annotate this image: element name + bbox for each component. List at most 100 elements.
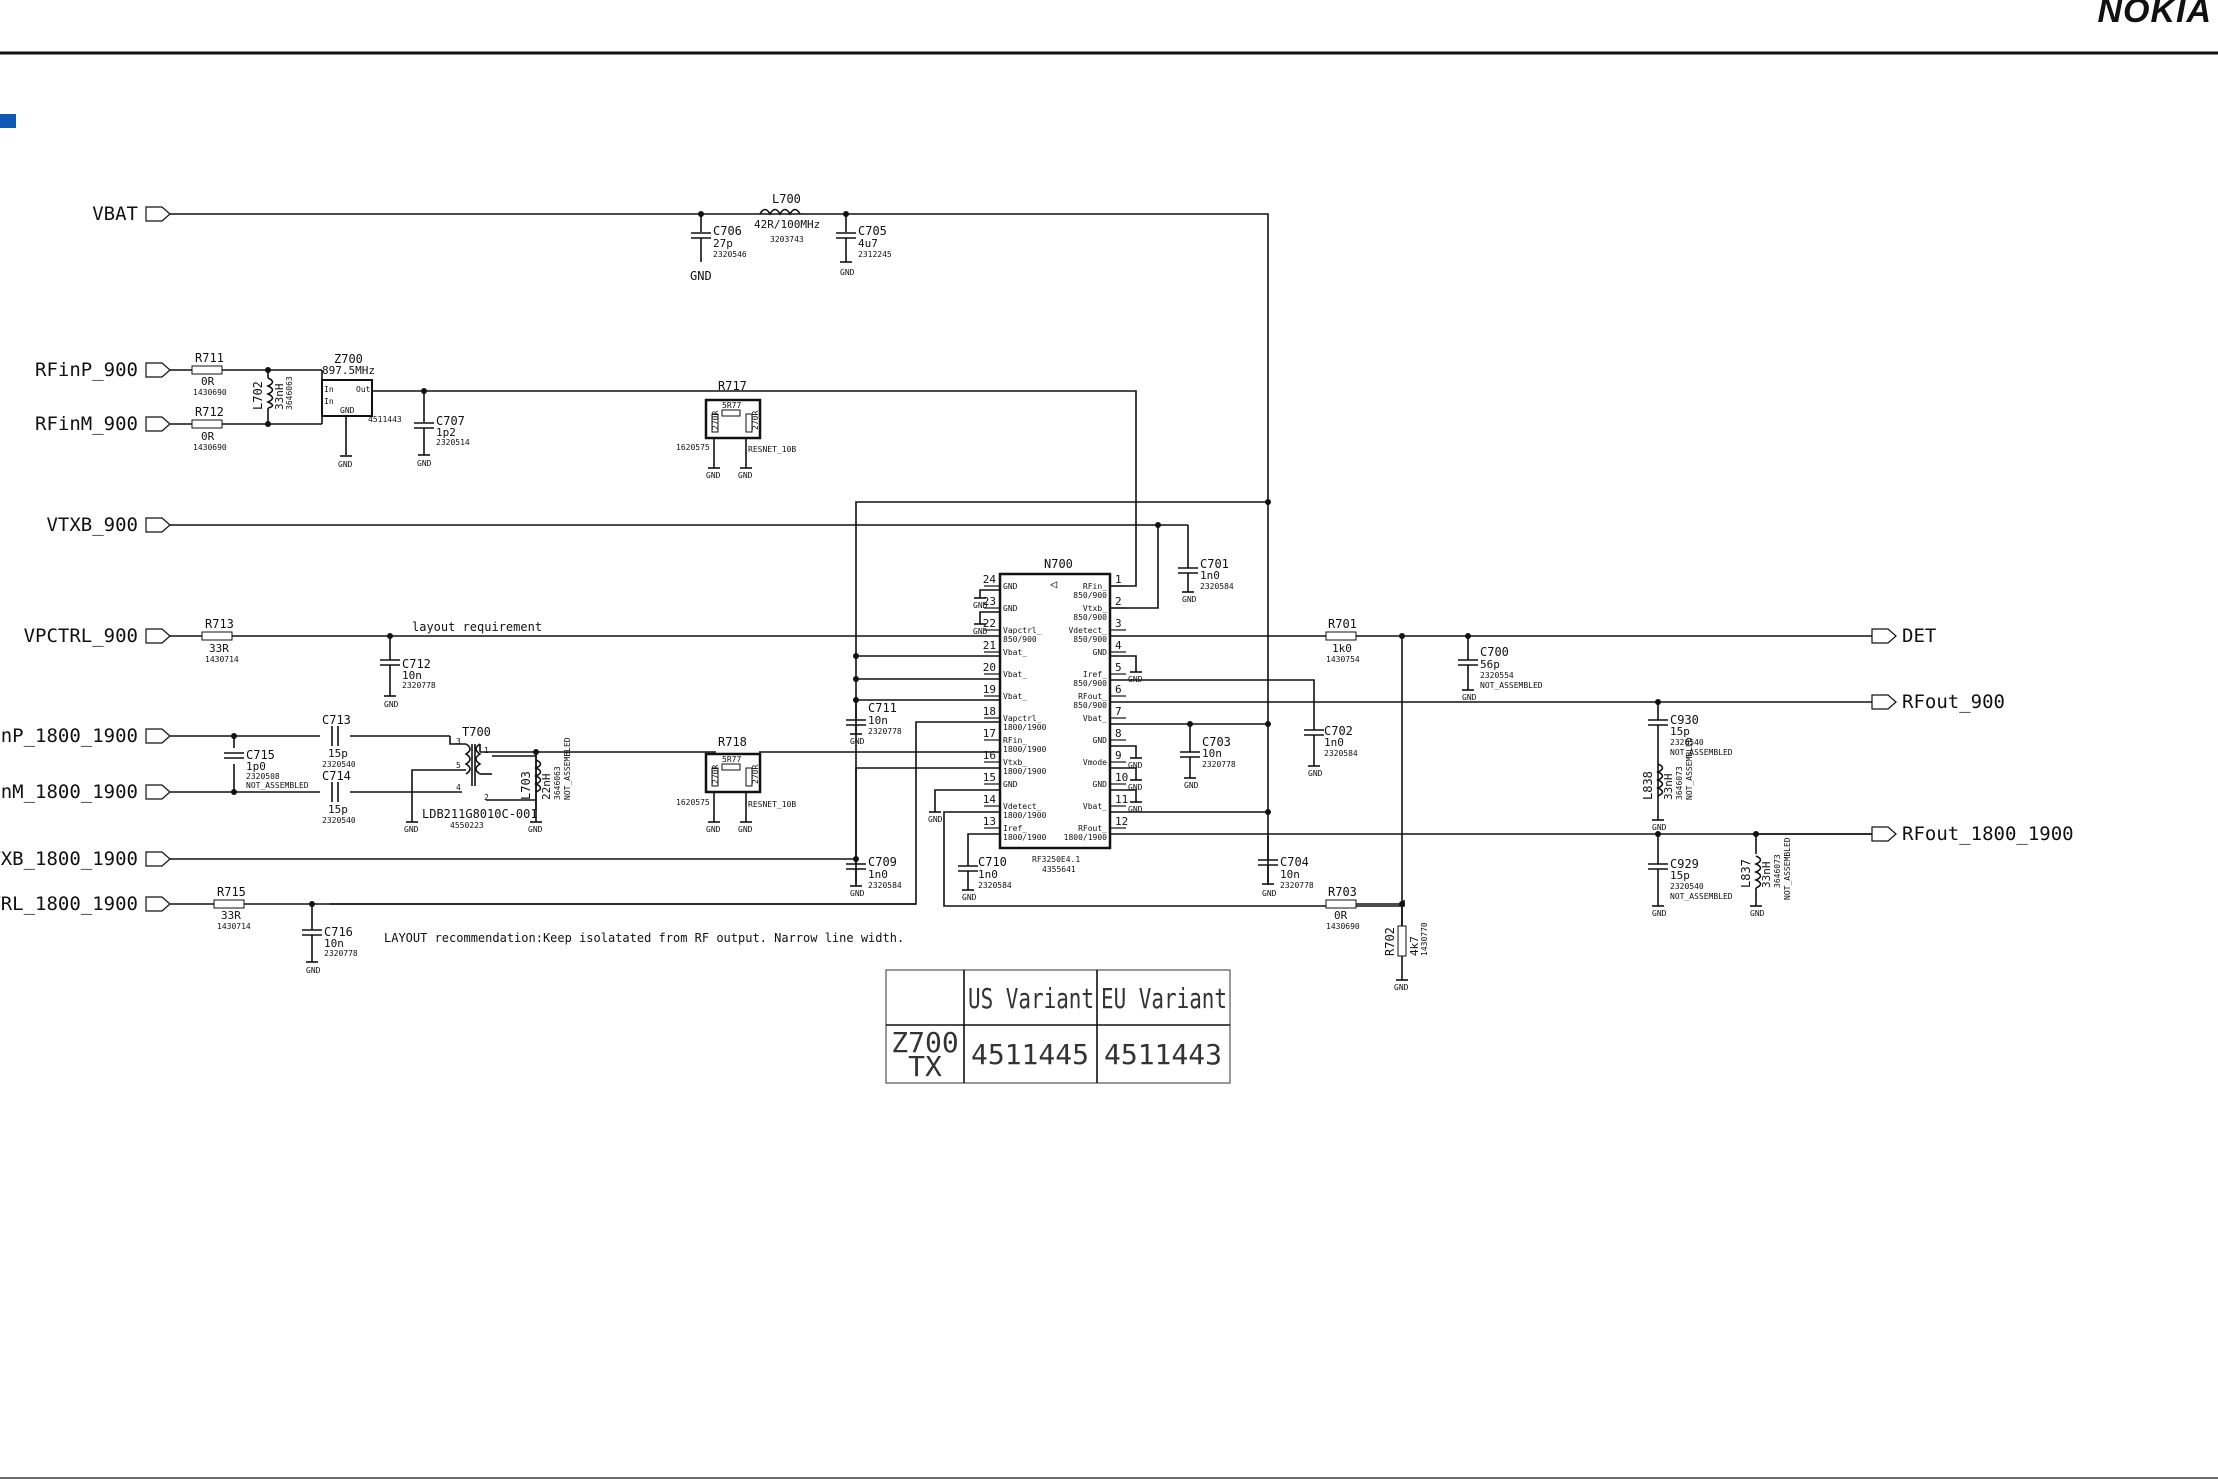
n700-pin-number: 24 — [983, 573, 997, 586]
note-layout-requirement: layout requirement — [412, 620, 542, 634]
l703-gnd-label: GND — [528, 825, 543, 834]
n700-pin-number: 13 — [983, 815, 996, 828]
c700-gnd-label: GND — [1462, 693, 1477, 702]
c715-note: NOT_ASSEMBLED — [246, 781, 309, 790]
n700-pin-name: GND — [1003, 604, 1018, 613]
c710-gnd-label: GND — [962, 893, 977, 902]
c716-gnd-label: GND — [306, 966, 321, 975]
c713-value: 15p — [328, 747, 348, 760]
t700-ref: T700 — [462, 725, 491, 739]
c715-code: 2320508 — [246, 772, 280, 781]
filter-z700: In In Out GND Z700 897.5MHz 4511443 GND — [321, 352, 402, 469]
n700-pin-number: 22 — [983, 617, 996, 630]
l837-code: 3646073 — [1773, 854, 1782, 888]
l837-value: 33nH — [1760, 862, 1773, 889]
r717-right: 270R — [751, 411, 760, 430]
r715-value: 33R — [221, 909, 241, 922]
n700-pin-name: Vdetect_ — [1003, 802, 1042, 811]
r717-gnd-label-b: GND — [738, 471, 753, 480]
n700-pin-name: Vdetect_ — [1068, 626, 1107, 635]
c930-code: 2320540 — [1670, 738, 1704, 747]
n700-pin-number: 23 — [983, 595, 996, 608]
capacitor-c716: C716 10n 2320778 GND — [302, 925, 358, 975]
n700-pin-name: RFout_ — [1078, 824, 1107, 833]
r712-value: 0R — [201, 430, 215, 443]
c704-value: 10n — [1280, 868, 1300, 881]
variant-table: US Variant EU Variant Z700 TX 4511445 45… — [885, 969, 1231, 1084]
r712-code: 1430690 — [193, 443, 227, 452]
resistor-r713: R713 33R 1430714 — [201, 617, 239, 664]
c706-ref: C706 — [713, 224, 742, 238]
gnd-pin15: GND — [928, 811, 943, 824]
c716-value: 10n — [324, 937, 344, 950]
resistor-r703: R703 0R 1430690 — [1325, 885, 1360, 931]
n700-pin-number: 10 — [1115, 771, 1128, 784]
c705-gnd-label: GND — [840, 268, 855, 277]
t700-pin2: 2 — [484, 793, 489, 802]
t700-pin3: 3 — [456, 737, 461, 746]
c710-value: 1n0 — [978, 868, 998, 881]
t700-pin1: 1 — [484, 746, 489, 755]
c701-value: 1n0 — [1200, 569, 1220, 582]
note-layout-recommendation: LAYOUT recommendation:Keep isolatated fr… — [384, 931, 904, 945]
gnd-pin10-label: GND — [1128, 805, 1143, 814]
r711-code: 1430690 — [193, 388, 227, 397]
capacitor-c714: C714 15p 2320540 — [322, 769, 356, 825]
n700-pin-name: Vapctrl_ — [1003, 626, 1042, 635]
n700-pin-name: Vbat_ — [1003, 648, 1027, 657]
n700-pin-band: 1800/1900 — [1003, 723, 1047, 732]
capacitor-c712: C712 10n 2320778 GND — [380, 657, 436, 709]
r717-inner: 5R77 — [722, 401, 741, 410]
c710-code: 2320584 — [978, 881, 1012, 890]
resnet-r717: 5R77 270R 270R R717 1620575 RESNET_10B G… — [676, 379, 796, 480]
c706-value: 27p — [713, 237, 733, 250]
resistor-r711: R711 0R 1430690 — [191, 351, 227, 397]
page-marker-icon — [0, 114, 16, 128]
z700-gnd-label: GND — [338, 460, 353, 469]
r712-ref: R712 — [195, 405, 224, 419]
r718-code: 1620575 — [676, 798, 710, 807]
n700-pin-name: GND — [1093, 736, 1108, 745]
c703-code: 2320778 — [1202, 760, 1236, 769]
c930-note: NOT_ASSEMBLED — [1670, 748, 1733, 757]
n700-ref: N700 — [1044, 557, 1073, 571]
c716-code: 2320778 — [324, 949, 358, 958]
capacitor-c706: C706 27p 2320546 GND — [690, 224, 747, 283]
n700-pin-number: 4 — [1115, 639, 1122, 652]
n700-part: RF3250E4.1 — [1032, 855, 1080, 864]
gnd-ic-right: GND GND GND GND — [1128, 671, 1143, 814]
gnd-pin9-label: GND — [1128, 783, 1143, 792]
c712-ref: C712 — [402, 657, 431, 671]
table-row-label-z700: Z700 — [891, 1026, 958, 1059]
l838-code: 3646073 — [1675, 766, 1684, 800]
n700-pin-name: GND — [1003, 582, 1018, 591]
c709-ref: C709 — [868, 855, 897, 869]
r702-value: 4k7 — [1408, 936, 1421, 956]
n700-left-pins: 24GND23GND22Vapctrl_850/90021Vbat_20Vbat… — [983, 573, 1047, 842]
resistor-r715: R715 33R 1430714 — [213, 885, 251, 931]
c711-ref: C711 — [868, 701, 897, 715]
table-cell-eu: 4511443 — [1104, 1038, 1222, 1071]
capacitor-c930: C930 15p 2320540 NOT_ASSEMBLED — [1648, 713, 1733, 762]
c707-code: 2320514 — [436, 438, 470, 447]
n700-pin-name: RFin_ — [1083, 582, 1107, 591]
n700-pin-band: 850/900 — [1073, 613, 1107, 622]
l837-note: NOT_ASSEMBLED — [1783, 837, 1792, 900]
c704-code: 2320778 — [1280, 881, 1314, 890]
inductor-l703: L703 22nH 3646063 NOT_ASSEMBLED GND — [519, 737, 572, 834]
gnd-pin15-label: GND — [928, 815, 943, 824]
n700-pin-number: 14 — [983, 793, 997, 806]
